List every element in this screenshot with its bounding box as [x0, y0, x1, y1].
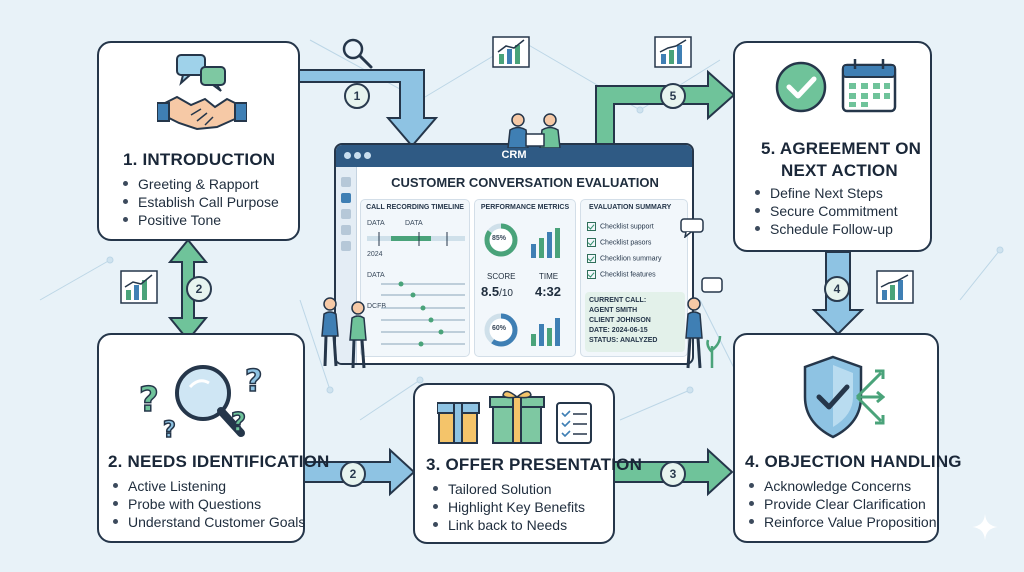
metrics-panel: PERFORMANCE METRICS 85% SCORE TIME 8.5/1… — [474, 199, 576, 357]
list-item: Reinforce Value Proposition — [749, 513, 937, 531]
list-item: Active Listening — [113, 477, 305, 495]
check-calendar-icon — [775, 59, 897, 113]
list-item: Schedule Follow-up — [755, 220, 898, 238]
current-call-line: AGENT SMITH — [589, 307, 638, 314]
step-title-line: 5. AGREEMENT ON — [761, 139, 922, 158]
crm-heading: CUSTOMER CONVERSATION EVALUATION — [391, 175, 659, 190]
crm-sidebar — [336, 167, 357, 363]
arrow-1-intro-to-crm — [297, 69, 439, 148]
panel-title: CALL RECORDING TIMELINE — [366, 204, 464, 211]
step-title: 3. OFFER PRESENTATION — [426, 455, 643, 474]
bar-chart-icon — [120, 270, 158, 304]
time-value: 4:32 — [535, 284, 562, 299]
mini-bar-chart — [531, 228, 560, 258]
current-call-line: DATE: 2024-06-15 — [589, 327, 648, 334]
list-item: Link back to Needs — [433, 516, 585, 534]
list-item: Define Next Steps — [755, 184, 898, 202]
list-item: Highlight Key Benefits — [433, 498, 585, 516]
gift-icon — [437, 390, 592, 444]
person-with-speech-illustration — [685, 277, 723, 369]
list-item: Understand Customer Goals — [113, 513, 305, 531]
step-items: Tailored Solution Highlight Key Benefits… — [433, 480, 585, 534]
current-call-line: STATUS: ANALYZED — [589, 337, 658, 344]
step-badge: 5 — [660, 83, 686, 109]
score-label: SCORE — [487, 272, 516, 281]
checklist-item: Checklist features — [587, 270, 656, 279]
ring-value: 60% — [492, 325, 507, 332]
mini-bar-chart — [531, 318, 560, 346]
checklist-item: Checklist pasors — [587, 238, 651, 247]
sparkle-icon — [972, 514, 998, 540]
svg-text:?: ? — [139, 380, 159, 420]
current-call-line: CLIENT JOHNSON — [589, 317, 651, 324]
checklist-item: Checklist support — [587, 222, 654, 231]
people-at-laptop-illustration — [507, 113, 561, 148]
bar-chart-icon — [654, 36, 692, 68]
crm-title-bar: CRM — [336, 145, 692, 167]
summary-panel: EVALUATION SUMMARY Checklist support Che… — [580, 199, 688, 357]
ring-value: 85% — [492, 235, 507, 242]
step-items: Acknowledge Concerns Provide Clear Clari… — [749, 477, 937, 531]
step-items: Active Listening Probe with Questions Un… — [113, 477, 305, 531]
crm-window: CRM CUSTOMER CONVERSATION EVALUATION CAL… — [334, 143, 694, 365]
shield-check-icon — [803, 355, 885, 439]
step-card-needs-identification: ? ? ? ? 2. NEEDS IDENTIFICATION Active L… — [97, 333, 329, 543]
list-item: Probe with Questions — [113, 495, 305, 513]
list-item: Secure Commitment — [755, 202, 898, 220]
step-card-offer-presentation: 3. OFFER PRESENTATION Tailored Solution … — [413, 383, 642, 544]
step-badge: 2 — [340, 461, 366, 487]
list-item: Positive Tone — [123, 211, 279, 229]
step-title: 4. OBJECTION HANDLING — [745, 452, 962, 471]
progress-ring-85 — [484, 223, 518, 257]
svg-text:?: ? — [163, 418, 176, 441]
svg-text:?: ? — [245, 364, 262, 399]
score-value: 8.5/10 — [481, 284, 513, 299]
step-title-line: NEXT ACTION — [781, 161, 898, 180]
list-item: Tailored Solution — [433, 480, 585, 498]
people-discussing-illustration — [321, 297, 367, 369]
step-items: Define Next Steps Secure Commitment Sche… — [755, 184, 898, 238]
step-badge: 2 — [186, 276, 212, 302]
current-call-line: CURRENT CALL: — [589, 297, 647, 304]
handshake-icon — [157, 54, 247, 131]
step-title: 2. NEEDS IDENTIFICATION — [108, 452, 330, 471]
speech-bubble-icon — [680, 218, 704, 238]
step-items: Greeting & Rapport Establish Call Purpos… — [123, 175, 279, 229]
svg-text:?: ? — [231, 408, 246, 438]
time-label: TIME — [539, 272, 559, 281]
timeline-label: DATA — [367, 272, 385, 279]
step-badge: 1 — [344, 83, 370, 109]
list-item: Provide Clear Clarification — [749, 495, 937, 513]
timeline-label: 2024 — [367, 251, 383, 258]
timeline-label: DCFB — [367, 303, 387, 310]
arrow-5-crm-to-agreement — [595, 69, 736, 147]
magnifier-question-icon: ? ? ? ? — [138, 363, 263, 441]
timeline-graphic — [367, 232, 465, 347]
panel-title: PERFORMANCE METRICS — [480, 204, 570, 211]
list-item: Establish Call Purpose — [123, 193, 279, 211]
progress-ring-60 — [484, 313, 518, 347]
step-card-objection-handling: 4. OBJECTION HANDLING Acknowledge Concer… — [733, 333, 962, 543]
bar-chart-icon — [492, 36, 530, 68]
step-badge: 3 — [660, 461, 686, 487]
timeline-panel: CALL RECORDING TIMELINE DATA DATA 2024 D… — [360, 199, 470, 357]
step-badge: 4 — [824, 276, 850, 302]
step-card-introduction: 1. INTRODUCTION Greeting & Rapport Estab… — [97, 41, 300, 241]
step-title: 1. INTRODUCTION — [123, 150, 276, 169]
step-card-agreement: 5. AGREEMENT ON NEXT ACTION Define Next … — [733, 41, 932, 252]
checklist-item: Checklion summary — [587, 254, 661, 263]
bar-chart-icon — [876, 270, 914, 304]
timeline-label: DATA — [405, 220, 423, 227]
panel-title: EVALUATION SUMMARY — [589, 204, 672, 211]
crm-window-title: CRM — [501, 149, 527, 161]
list-item: Greeting & Rapport — [123, 175, 279, 193]
timeline-label: DATA — [367, 220, 385, 227]
current-call-box: CURRENT CALL: AGENT SMITH CLIENT JOHNSON… — [585, 292, 685, 352]
magnifier-icon — [342, 38, 373, 69]
list-item: Acknowledge Concerns — [749, 477, 937, 495]
